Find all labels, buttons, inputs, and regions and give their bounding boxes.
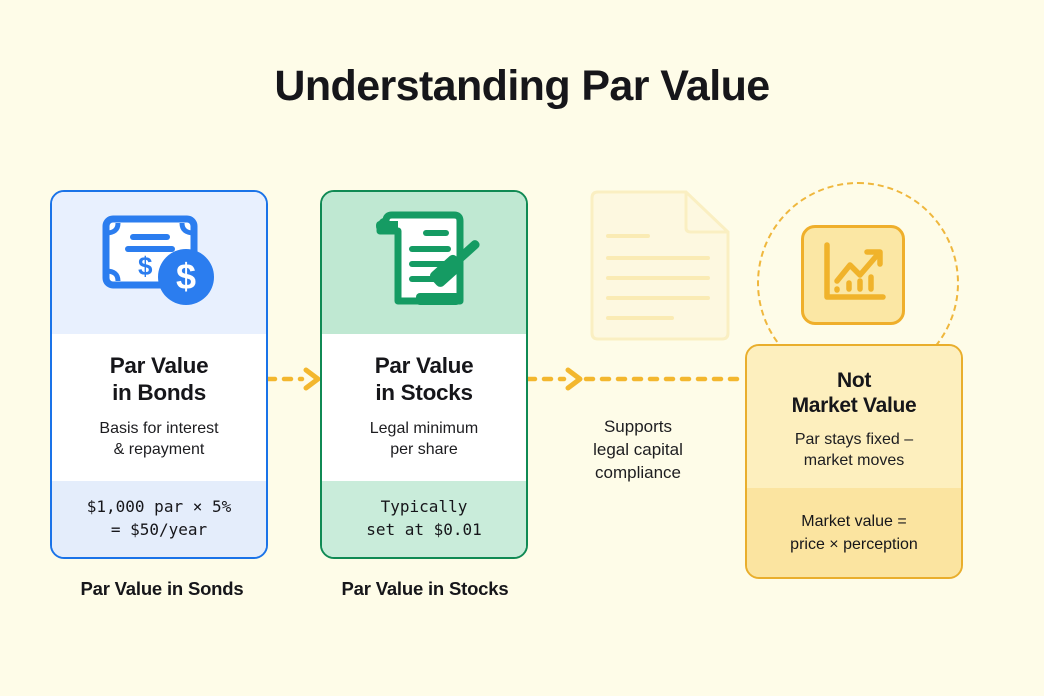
document-watermark-icon [586, 188, 734, 343]
card-footer-bonds: $1,000 par × 5% = $50/year [52, 480, 266, 557]
card-body-market: Not Market Value Par stays fixed – marke… [747, 346, 961, 488]
growth-chart-icon [817, 239, 889, 312]
page-title: Understanding Par Value [274, 62, 770, 110]
card-subtitle-stocks: Legal minimum per share [369, 420, 479, 458]
svg-text:$: $ [176, 256, 196, 297]
card-footer-stocks: Typically set at $0.01 [322, 480, 526, 557]
card-heading-stocks: Par Value in Stocks [374, 353, 474, 405]
card-heading-bonds: Par Value in Bonds [109, 353, 209, 405]
card-not-market-value[interactable]: Not Market Value Par stays fixed – marke… [745, 344, 963, 579]
connector-bonds-to-stocks [265, 366, 324, 392]
card-body-bonds: Par Value in Bonds Basis for interest & … [52, 334, 266, 481]
card-par-value-in-bonds[interactable]: $ $ Par Value in Bonds Basis for interes… [50, 190, 268, 559]
card-heading-market: Not Market Value [791, 369, 917, 418]
bottom-label-stocks: Par Value in Stocks [341, 578, 509, 599]
card-body-stocks: Par Value in Stocks Legal minimum per sh… [322, 334, 526, 481]
legal-document-gavel-icon [368, 209, 480, 318]
card-icon-band-bonds: $ $ [52, 192, 266, 334]
card-subtitle-bonds: Basis for interest & repayment [99, 420, 219, 458]
connector-stocks-to-market [525, 366, 749, 392]
bottom-label-bonds: Par Value in Sonds [80, 578, 244, 599]
card-par-value-in-stocks[interactable]: Par Value in Stocks Legal minimum per sh… [320, 190, 528, 559]
card-subtitle-market: Par stays fixed – market moves [794, 431, 914, 470]
card-footer-market: Market value = price × perception [747, 487, 961, 577]
bond-certificate-icon: $ $ [100, 213, 218, 314]
card-icon-band-stocks [322, 192, 526, 334]
connector-caption-compliance: Supports legal capital compliance [593, 417, 683, 482]
svg-text:$: $ [138, 251, 153, 281]
growth-chart-icon-tile [801, 225, 905, 325]
